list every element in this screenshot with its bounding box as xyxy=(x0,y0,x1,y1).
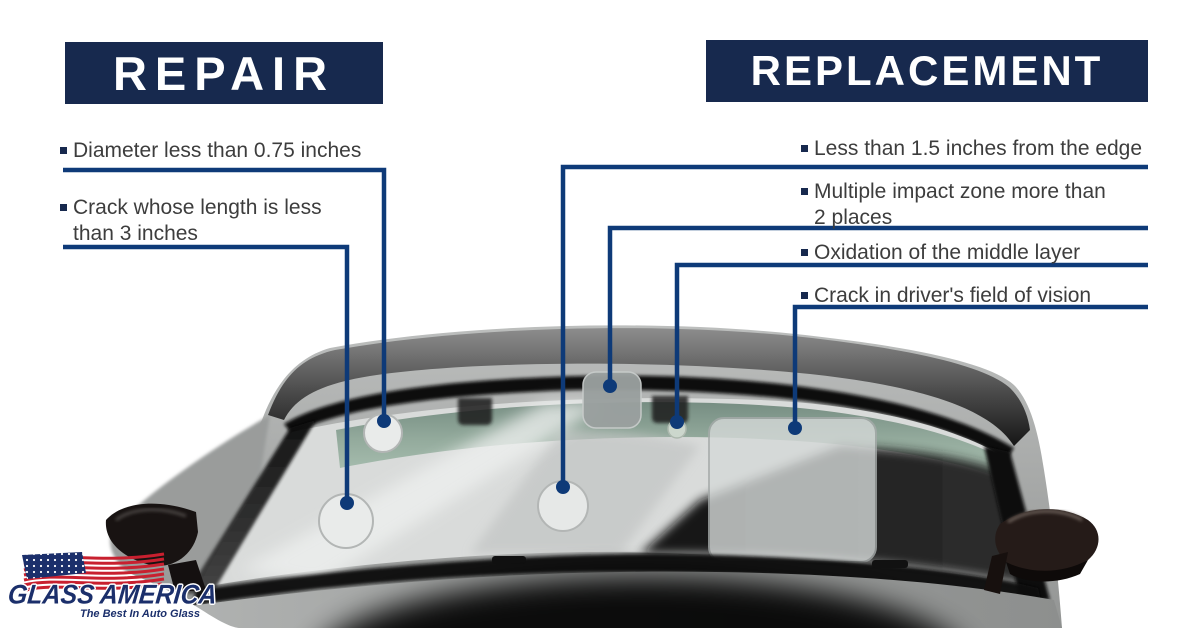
bullet-square-icon xyxy=(60,204,67,211)
callout-line-crack-length xyxy=(63,244,350,503)
callout-line-edge xyxy=(560,164,1148,487)
bullet-square-icon xyxy=(60,147,67,154)
glass-america-logo: GLASS AMERICA The Best In Auto Glass xyxy=(6,548,219,626)
callout-line-impact-zone xyxy=(607,225,1148,386)
logo-brand-text: GLASS AMERICA xyxy=(6,579,219,611)
windshield-top-frame xyxy=(284,375,1014,460)
bullet-square-icon xyxy=(801,292,808,299)
car-roof xyxy=(268,328,1030,446)
cowl-and-wipers xyxy=(192,554,1042,606)
callout-line-vision xyxy=(792,304,1148,428)
repair-item-diameter: Diameter less than 0.75 inches xyxy=(60,138,400,164)
callout-text: Crack whose length is less than 3 inches xyxy=(73,196,322,245)
bullet-square-icon xyxy=(801,145,808,152)
callout-line-oxidation xyxy=(674,262,1148,422)
callout-text: Diameter less than 0.75 inches xyxy=(73,139,362,162)
car-hood xyxy=(150,571,1062,628)
repair-banner: REPAIR xyxy=(65,42,383,104)
callout-text: Oxidation of the middle layer xyxy=(814,241,1081,264)
replacement-item-oxidation: Oxidation of the middle layer xyxy=(801,240,1141,266)
replacement-banner: REPLACEMENT xyxy=(706,40,1148,102)
bullet-square-icon xyxy=(801,188,808,195)
replacement-banner-title: REPLACEMENT xyxy=(750,47,1104,94)
logo-tagline: The Best In Auto Glass xyxy=(79,608,200,620)
left-side-mirror xyxy=(105,503,206,592)
callout-text: Multiple impact zone more than 2 places xyxy=(814,180,1106,229)
replacement-item-impact-zone: Multiple impact zone more than 2 places xyxy=(801,179,1141,231)
replacement-item-vision: Crack in driver's field of vision xyxy=(801,283,1141,309)
repair-banner-title: REPAIR xyxy=(112,46,336,100)
replacement-item-edge-distance: Less than 1.5 inches from the edge xyxy=(801,136,1161,162)
callout-line-diameter xyxy=(63,167,387,421)
right-side-mirror xyxy=(984,509,1099,594)
drivers-vision-zone xyxy=(708,417,877,563)
callout-text: Crack in driver's field of vision xyxy=(814,284,1092,307)
callout-lines xyxy=(63,164,1148,510)
left-a-pillar xyxy=(186,420,316,594)
repair-item-crack-length: Crack whose length is less than 3 inches xyxy=(60,195,370,247)
american-flag-icon xyxy=(22,552,165,592)
callout-text: Less than 1.5 inches from the edge xyxy=(814,137,1143,160)
bullet-square-icon xyxy=(801,249,808,256)
